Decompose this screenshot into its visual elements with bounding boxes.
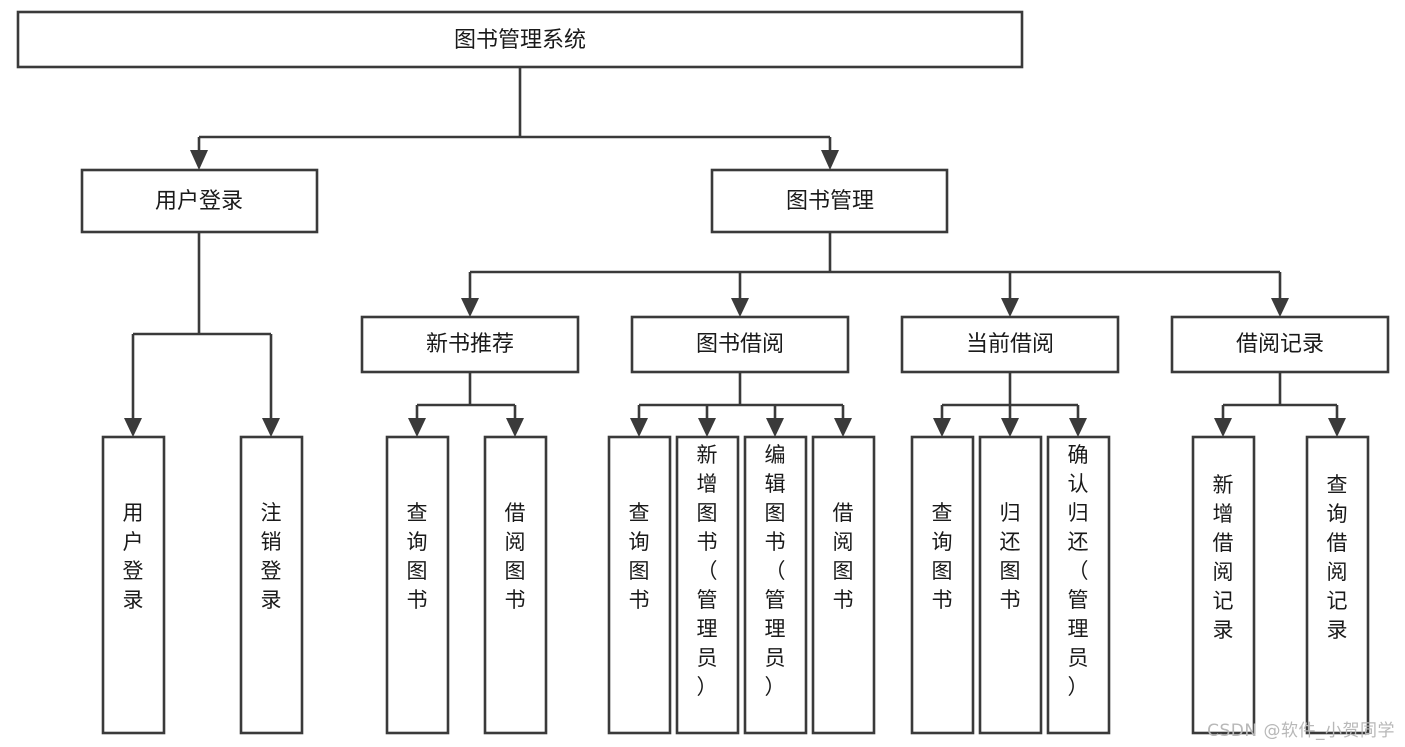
leaf-add-record-box[interactable] <box>1191 435 1256 735</box>
leaf-edit-book[interactable]: 编辑图书（管理员） <box>743 435 808 735</box>
arrowhead-leaf-logout <box>262 418 280 437</box>
node-root-label: 图书管理系统 <box>454 28 586 53</box>
leaf-add-record[interactable]: 新增借阅记录 <box>1191 435 1256 735</box>
connector-layer <box>124 67 1346 437</box>
node-book-borrow[interactable]: 图书借阅 <box>630 315 850 374</box>
node-borrow-record[interactable]: 借阅记录 <box>1170 315 1390 374</box>
arrowhead-bb-leaf2 <box>698 418 716 437</box>
arrowhead-book-borrow <box>731 298 749 317</box>
leaf-query-book-2-box[interactable] <box>607 435 672 735</box>
arrowhead-nb-leaf1 <box>408 418 426 437</box>
arrowhead-leaf-user-login <box>124 418 142 437</box>
arrowhead-nb-leaf2 <box>506 418 524 437</box>
leaf-query-record-label: 查询借阅记录 <box>1327 473 1348 642</box>
leaf-query-record-box[interactable] <box>1305 435 1370 735</box>
leaf-return-book[interactable]: 归还图书 <box>978 435 1043 735</box>
node-borrow-record-box[interactable] <box>1170 315 1390 374</box>
node-book-manage-box[interactable] <box>710 168 949 234</box>
node-book-borrow-box[interactable] <box>630 315 850 374</box>
arrowhead-br-leaf2 <box>1328 418 1346 437</box>
node-root[interactable]: 图书管理系统 <box>16 10 1024 69</box>
node-book-manage-label: 图书管理 <box>786 189 874 214</box>
leaf-confirm-return-label: 确认归还（管理员） <box>1068 443 1089 699</box>
leaf-borrow-book-1[interactable]: 借阅图书 <box>483 435 548 735</box>
leaf-query-book-1-label: 查询图书 <box>407 501 428 612</box>
leaf-borrow-book-2[interactable]: 借阅图书 <box>811 435 876 735</box>
leaf-query-book-2[interactable]: 查询图书 <box>607 435 672 735</box>
leaf-confirm-return[interactable]: 确认归还（管理员） <box>1046 435 1111 735</box>
arrowhead-bb-leaf4 <box>834 418 852 437</box>
node-current-borrow-box[interactable] <box>900 315 1120 374</box>
arrowhead-cb-leaf1 <box>933 418 951 437</box>
leaf-return-book-box[interactable] <box>978 435 1043 735</box>
arrowhead-bb-leaf3 <box>766 418 784 437</box>
node-book-manage[interactable]: 图书管理 <box>710 168 949 234</box>
leaf-borrow-book-2-box[interactable] <box>811 435 876 735</box>
node-user-login-label: 用户登录 <box>155 189 243 214</box>
leaf-query-book-2-label: 查询图书 <box>629 501 650 612</box>
leaf-query-book-3-label: 查询图书 <box>932 501 953 612</box>
leaf-query-book-3-box[interactable] <box>910 435 975 735</box>
leaf-confirm-return-box[interactable] <box>1046 435 1111 735</box>
arrowhead-bb-leaf1 <box>630 418 648 437</box>
leaf-logout-login-box[interactable] <box>239 435 304 735</box>
node-book-borrow-label: 图书借阅 <box>696 332 784 357</box>
arrowhead-current-borrow <box>1001 298 1019 317</box>
leaf-logout-login-label: 注销登录 <box>261 501 282 612</box>
arrowhead-br-leaf1 <box>1214 418 1232 437</box>
arrowhead-cb-leaf3 <box>1069 418 1087 437</box>
node-user-login-box[interactable] <box>80 168 319 234</box>
node-user-login[interactable]: 用户登录 <box>80 168 319 234</box>
leaf-borrow-book-2-label: 借阅图书 <box>833 501 854 612</box>
leaf-edit-book-label: 编辑图书（管理员） <box>765 443 786 699</box>
arrowhead-cb-leaf2 <box>1001 418 1019 437</box>
leaf-user-login[interactable]: 用户登录 <box>101 435 166 735</box>
leaf-user-login-box[interactable] <box>101 435 166 735</box>
leaf-query-book-1-box[interactable] <box>385 435 450 735</box>
leaf-add-book-label: 新增图书（管理员） <box>697 443 718 699</box>
node-current-borrow[interactable]: 当前借阅 <box>900 315 1120 374</box>
arrowhead-user-login <box>190 150 208 170</box>
leaf-borrow-book-1-label: 借阅图书 <box>505 501 526 612</box>
node-new-book-recommend-label: 新书推荐 <box>426 332 514 357</box>
leaf-return-book-label: 归还图书 <box>1000 501 1021 612</box>
leaf-logout-login[interactable]: 注销登录 <box>239 435 304 735</box>
leaf-query-book-1[interactable]: 查询图书 <box>385 435 450 735</box>
leaf-user-login-label: 用户登录 <box>123 501 144 612</box>
arrowhead-borrow-record <box>1271 298 1289 317</box>
leaf-add-book-box[interactable] <box>675 435 740 735</box>
leaf-query-record[interactable]: 查询借阅记录 <box>1305 435 1370 735</box>
leaf-add-record-label: 新增借阅记录 <box>1213 473 1234 642</box>
node-root-box[interactable] <box>16 10 1024 69</box>
node-current-borrow-label: 当前借阅 <box>966 332 1054 357</box>
leaf-borrow-book-1-box[interactable] <box>483 435 548 735</box>
arrowhead-book-manage <box>821 150 839 170</box>
node-new-book-recommend[interactable]: 新书推荐 <box>360 315 580 374</box>
arrowhead-new-book <box>461 298 479 317</box>
leaf-edit-book-box[interactable] <box>743 435 808 735</box>
leaf-add-book[interactable]: 新增图书（管理员） <box>675 435 740 735</box>
node-new-book-recommend-box[interactable] <box>360 315 580 374</box>
node-borrow-record-label: 借阅记录 <box>1236 332 1324 357</box>
leaf-query-book-3[interactable]: 查询图书 <box>910 435 975 735</box>
